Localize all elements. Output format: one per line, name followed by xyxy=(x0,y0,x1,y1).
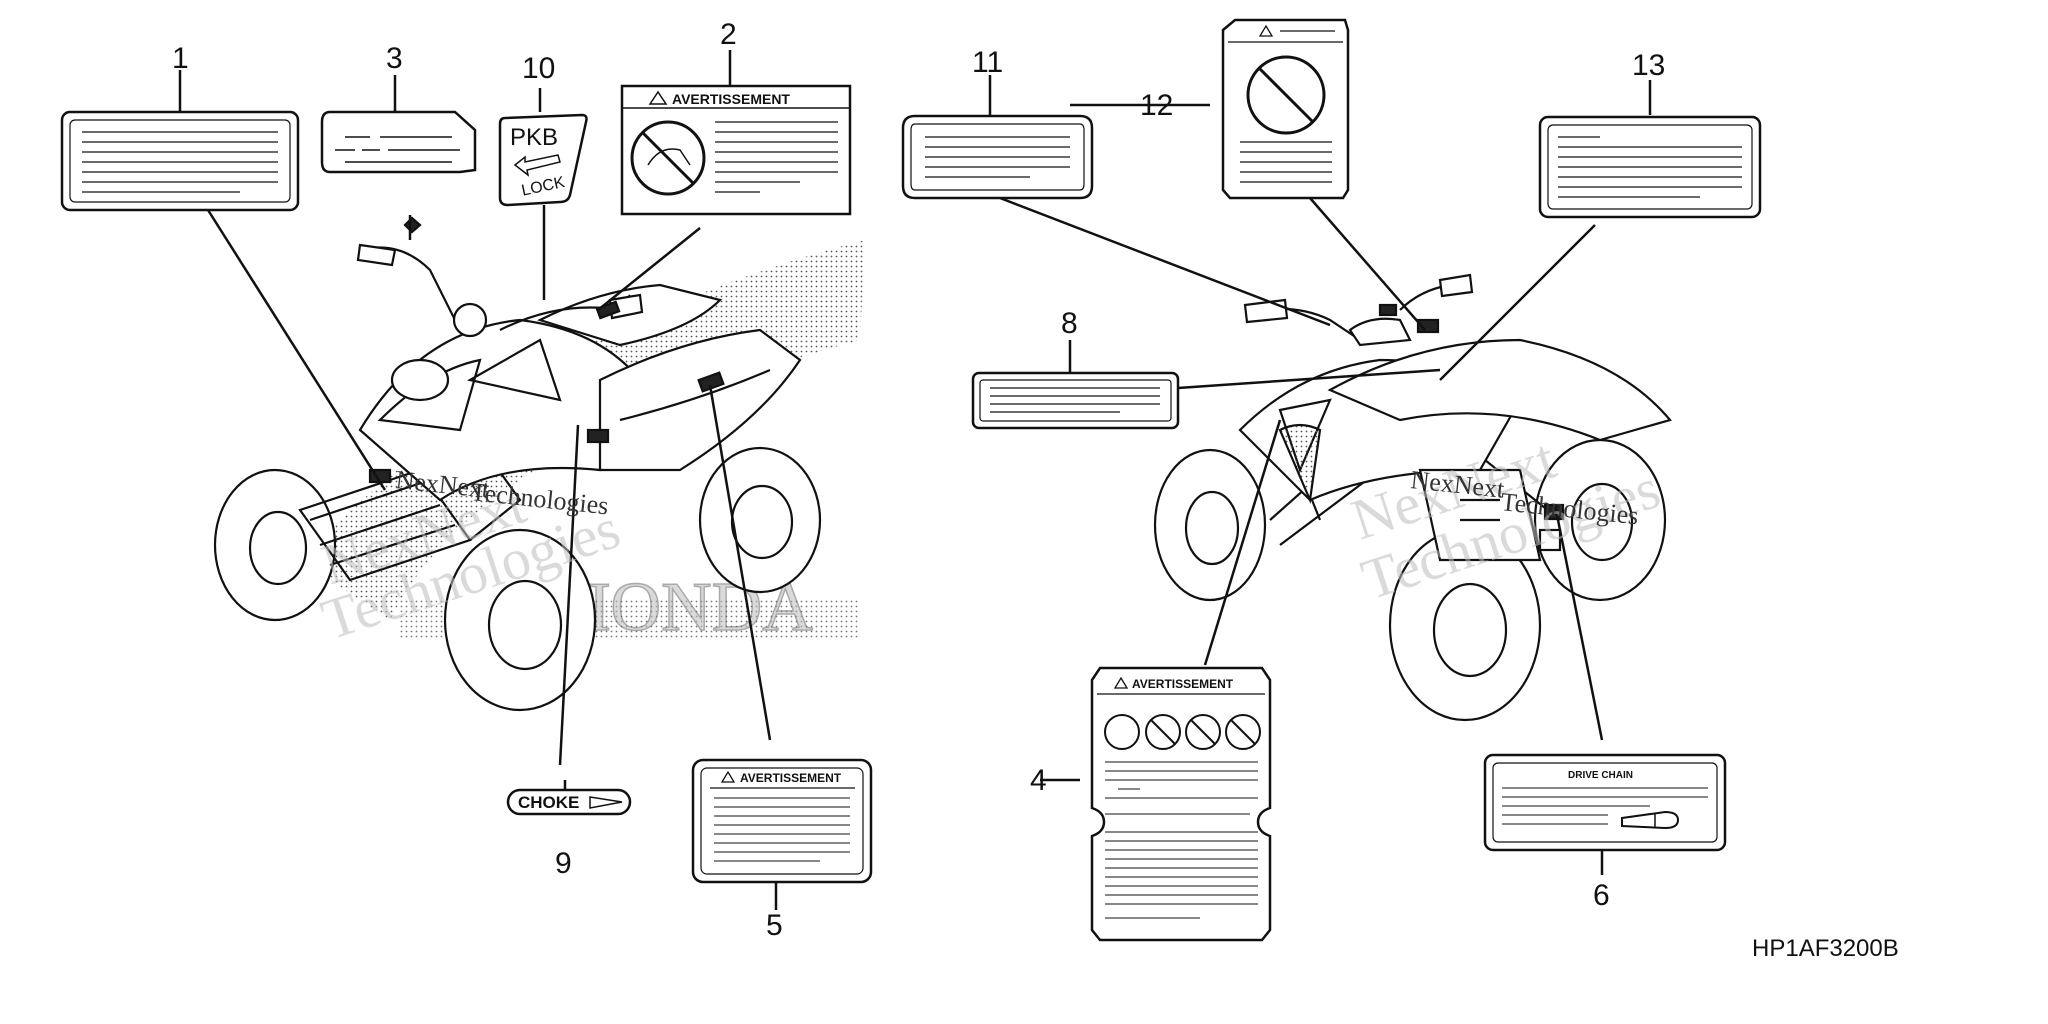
drive-chain-text: DRIVE CHAIN xyxy=(1568,770,1633,781)
callout-5: 5 xyxy=(766,909,783,942)
label-3-decal xyxy=(320,110,477,174)
warning-triangle-icon xyxy=(648,90,668,105)
warning-title-text: AVERTISSEMENT xyxy=(1132,677,1234,691)
callout-6: 6 xyxy=(1593,879,1610,912)
label-4-warning-decal: AVERTISSEMENT xyxy=(1090,666,1272,942)
callout-10: 10 xyxy=(522,52,555,85)
rear-left-wheel xyxy=(698,446,822,594)
label-13-decal xyxy=(1538,115,1762,219)
label-2-warning-decal: AVERTISSEMENT xyxy=(620,84,852,216)
callout-3: 3 xyxy=(386,42,403,75)
oil-can-icon xyxy=(1621,810,1680,830)
callout-9: 9 xyxy=(555,847,572,880)
label-8-decal xyxy=(971,371,1180,430)
front-right-wheel xyxy=(443,528,597,712)
callout-11: 11 xyxy=(972,46,1003,79)
label-5-warning-decal: AVERTISSEMENT xyxy=(691,758,873,884)
label-12-prohibition-decal xyxy=(1221,18,1350,200)
atv-rear-view xyxy=(1153,273,1672,722)
label-6-drive-chain-decal: DRIVE CHAIN xyxy=(1483,753,1727,852)
side-panel xyxy=(598,328,802,472)
callout-12: 12 xyxy=(1140,89,1173,122)
caution-circle-icon xyxy=(1104,714,1140,750)
atv-front-view: HONDA xyxy=(213,216,865,712)
warning-triangle-icon xyxy=(1258,24,1274,37)
choke-arrow-icon xyxy=(589,796,623,809)
warning-triangle-icon xyxy=(1113,676,1129,689)
label-9-choke-decal: CHOKE xyxy=(506,788,632,816)
warning-title-text: AVERTISSEMENT xyxy=(672,91,790,107)
pkb-text: PKB xyxy=(510,124,558,151)
label-11-decal xyxy=(901,114,1094,200)
arrow-left-icon xyxy=(513,154,561,177)
callout-8: 8 xyxy=(1061,307,1078,340)
label-1-decal xyxy=(60,110,300,212)
leader-lines xyxy=(178,50,1652,910)
rear-seat xyxy=(1327,338,1672,442)
diagram-code: HP1AF3200B xyxy=(1752,935,1899,962)
warning-triangle-icon xyxy=(720,770,736,783)
callout-4: 4 xyxy=(1030,764,1047,797)
choke-text: CHOKE xyxy=(518,793,579,812)
callout-1: 1 xyxy=(172,42,189,75)
callout-numbers: 1 3 10 2 9 5 11 12 13 8 4 6 xyxy=(172,18,1665,942)
warning-title-text: AVERTISSEMENT xyxy=(740,771,842,785)
callout-13: 13 xyxy=(1632,49,1665,82)
label-10-pkb-lock-decal: PKB LOCK xyxy=(498,113,588,207)
callout-2: 2 xyxy=(720,18,737,51)
